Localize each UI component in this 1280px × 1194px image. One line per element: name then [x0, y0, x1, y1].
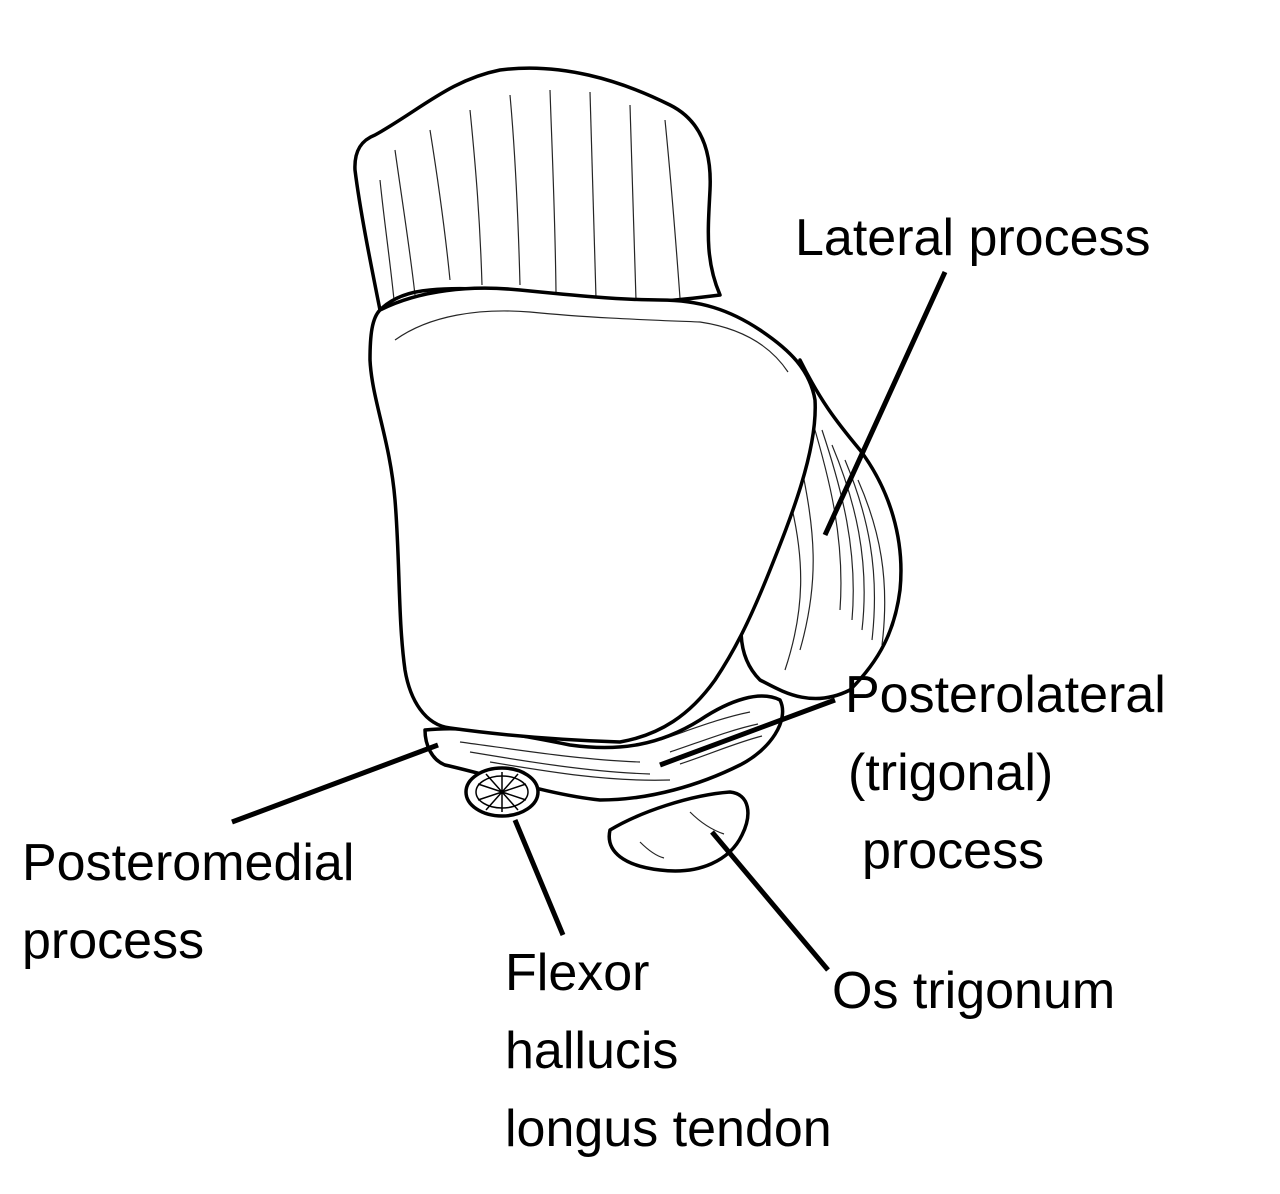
flexor-tendon-leader [512, 819, 566, 936]
os-trigonum-hatching [639, 811, 725, 859]
os-trigonum-leader [710, 830, 830, 972]
label-posteromedial-process: Posteromedial process [22, 834, 369, 970]
talar-body-inner-contour [394, 310, 789, 373]
label-posterolateral-process: Posterolateral (trigonal) process [845, 666, 1180, 880]
posterolateral-process-leader [659, 697, 836, 768]
label-flexor-hallucis-longus-tendon: Flexor hallucis longus tendon [505, 944, 832, 1158]
label-os-trigonum: Os trigonum [832, 962, 1115, 1020]
lateral-process-leader [822, 270, 948, 537]
os-trigonum-shape [607, 790, 750, 873]
talar-head-hatching [379, 89, 681, 301]
posteromedial-process-leader [231, 742, 439, 825]
label-lateral-process: Lateral process [795, 209, 1151, 267]
talar-body-shape [368, 286, 817, 744]
talar-head-shape [353, 66, 722, 312]
posterior-process-hatching [459, 711, 763, 781]
flexor-hallucis-longus-tendon-section [464, 766, 540, 818]
